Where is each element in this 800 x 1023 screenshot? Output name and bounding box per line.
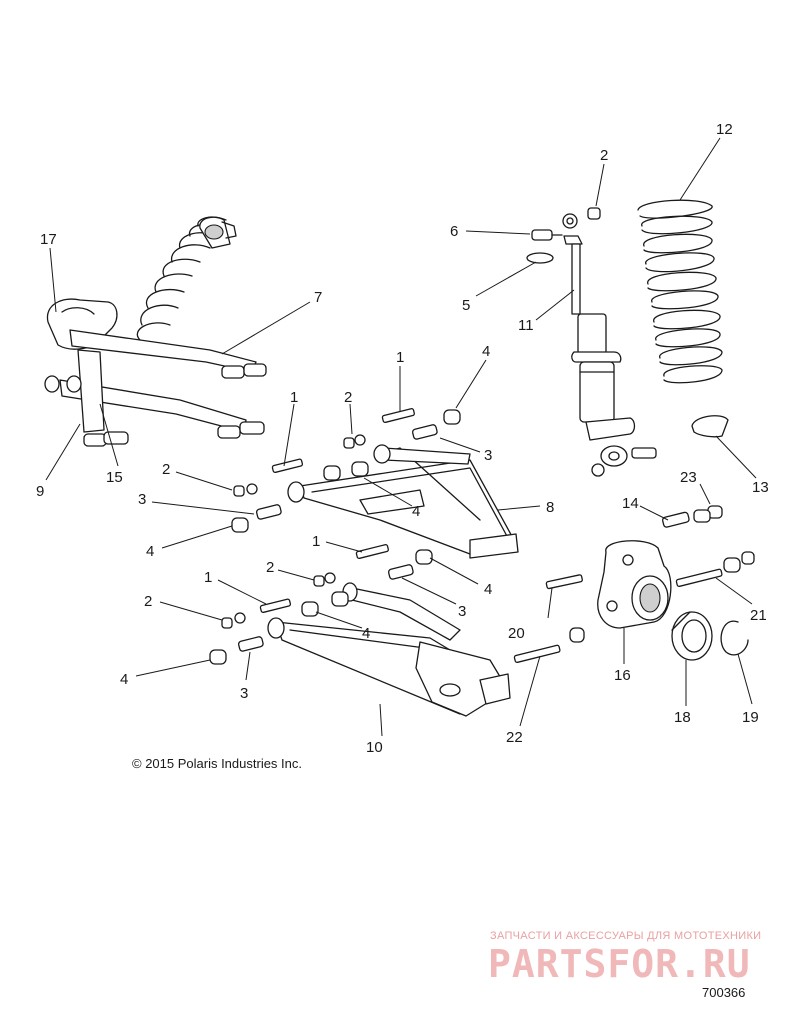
callout-3-c: 3 [458,603,466,620]
callout-14: 14 [622,495,639,512]
callout-21: 21 [750,607,767,624]
shock-nut [587,207,601,220]
callout-18: 18 [674,709,691,726]
copyright-notice: © 2015 Polaris Industries Inc. [132,756,302,771]
spring-retainer [691,415,729,438]
assembly-coil-spring [136,216,227,341]
callout-17: 17 [40,231,57,248]
callout-16: 16 [614,667,631,684]
callout-4-f: 4 [120,671,128,688]
figure-number: 700366 [702,985,746,1000]
snap-ring [720,620,749,656]
lower-a-arm [267,582,511,717]
callout-2-a: 2 [344,389,352,406]
callout-19: 19 [742,709,759,726]
callout-4-e: 4 [362,625,370,642]
callout-1-a: 1 [396,349,404,366]
callout-10: 10 [366,739,383,756]
callout-2-shock: 2 [600,147,608,164]
callout-3-a: 3 [484,447,492,464]
callout-labels: 17 7 9 15 6 2 5 11 12 13 1 4 2 3 4 8 1 2… [36,121,769,756]
callout-15: 15 [106,469,123,486]
callout-22: 22 [506,729,523,746]
callout-5: 5 [462,297,470,314]
callout-9: 9 [36,483,44,500]
callout-3-b: 3 [138,491,146,508]
callout-8: 8 [546,499,554,516]
upper-shock-bolt [531,229,563,241]
callout-2-b: 2 [162,461,170,478]
callout-1-b: 1 [290,389,298,406]
callout-3-d: 3 [240,685,248,702]
shock-absorber [562,213,657,477]
shock-washer [526,252,554,264]
callout-13: 13 [752,479,769,496]
leader-lines [45,137,757,737]
callout-11: 11 [518,317,534,334]
suspension-assembly-overview [44,216,267,447]
fasteners [209,408,755,665]
callout-20: 20 [508,625,525,642]
upper-a-arm [287,444,519,559]
callout-23: 23 [680,469,697,486]
wheel-bearing [671,611,713,661]
callout-7: 7 [314,289,322,306]
watermark-tagline: ЗАПЧАСТИ И АКСЕССУАРЫ ДЛЯ МОТОТЕХНИКИ [490,930,762,942]
callout-1-c: 1 [312,533,320,550]
callout-2-c: 2 [266,559,274,576]
callout-2-d: 2 [144,593,152,610]
callout-4-a: 4 [482,343,490,360]
coil-spring [637,199,723,384]
callout-4-c: 4 [146,543,154,560]
callout-4-b: 4 [412,503,420,520]
callout-12: 12 [716,121,733,138]
watermark-logo: PARTSFOR.RU [488,942,751,986]
callout-4-d: 4 [484,581,492,598]
callout-1-d: 1 [204,569,212,586]
bearing-carrier [597,540,672,629]
callout-6: 6 [450,223,458,240]
